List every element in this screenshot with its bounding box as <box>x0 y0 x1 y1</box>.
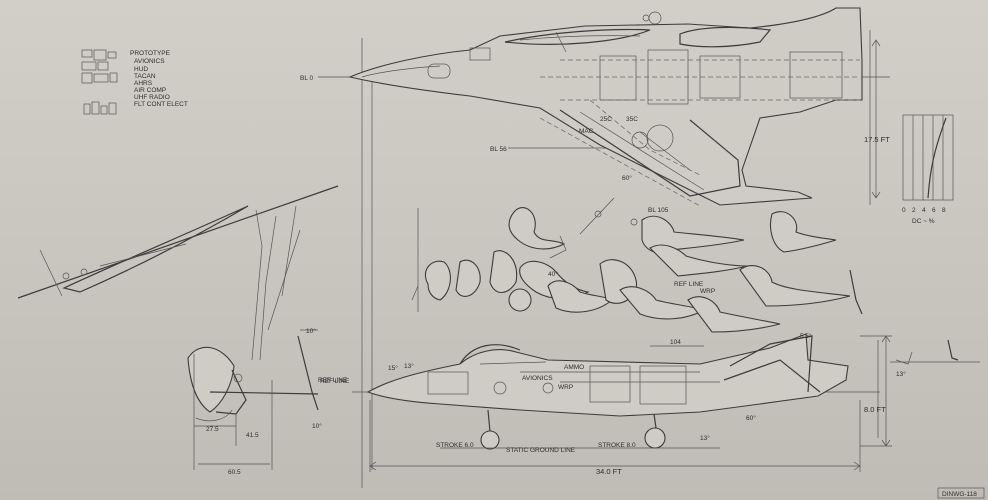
avionics-legend: PROTOTYPE AVIONICS HUD TACAN AHRS AIR CO… <box>81 49 188 115</box>
side-dim-104: 104 <box>670 339 681 346</box>
chart-xtick: 2 <box>912 207 916 214</box>
legend-item: TACAN <box>134 73 156 80</box>
right-detail: 13° <box>890 339 980 378</box>
side-view: REF LINE AMMO AVIONICS WRP STATIC GROUND… <box>318 332 892 476</box>
front-angle-10: 10° <box>306 327 316 335</box>
front-angle-10b: 10° <box>312 422 322 430</box>
side-ammo: AMMO <box>564 364 584 371</box>
small-chart: 0 2 4 6 8 DC ~ % <box>902 114 954 225</box>
section-wrp: WRP <box>700 288 715 295</box>
legend-item: HUD <box>134 66 148 73</box>
front-view: 27.5 41.5 60.5 10° 10° REF LINE <box>187 327 350 476</box>
legend-item: FLT CONT ELECT <box>134 101 188 108</box>
cross-sections: 40° REF LINE WRP <box>411 197 863 333</box>
plan-label-35c: 35C <box>626 116 638 123</box>
side-wrp: WRP <box>558 384 573 391</box>
legend-icon <box>81 49 118 115</box>
legend-item: UHF RADIO <box>134 94 170 101</box>
legend-item: AHRS <box>134 80 153 87</box>
side-stroke-front: STROKE 6.0 <box>436 442 474 449</box>
plan-label-bl56: BL 56 <box>490 146 507 153</box>
side-stroke-rear: STROKE 8.0 <box>598 442 636 449</box>
chart-xtick: 4 <box>922 207 926 214</box>
side-ref-line: REF LINE <box>318 377 348 384</box>
chart-xtick: 8 <box>942 207 946 214</box>
section-ref-line: REF LINE <box>674 281 704 288</box>
side-angle-5: 5.5° <box>800 332 812 340</box>
plan-label-bl0: BL 0 <box>300 75 314 82</box>
side-angle-13: 13° <box>404 362 414 370</box>
side-length-dimension: 34.0 FT <box>596 467 622 476</box>
side-angle-13b: 13° <box>700 434 710 442</box>
side-angle-60: 60° <box>746 414 756 422</box>
plan-fuselage <box>348 7 863 206</box>
plan-label-angle: 60° <box>622 174 632 182</box>
legend-title: PROTOTYPE <box>130 50 171 57</box>
front-dim-275: 27.5 <box>206 426 219 433</box>
chart-xlabel: DC ~ % <box>912 218 935 225</box>
title-block-code: DINWG-118 <box>942 491 977 498</box>
title-block: DINWG-118 <box>937 487 985 499</box>
front-dim-415: 41.5 <box>246 432 259 439</box>
legend-item: AIR COMP <box>134 87 166 94</box>
side-height-dimension: 8.0 FT <box>864 405 886 414</box>
right-detail-angle: 13° <box>896 370 906 378</box>
left-sketch <box>17 185 339 361</box>
legend-item: AVIONICS <box>134 58 165 65</box>
side-avionics: AVIONICS <box>522 375 553 382</box>
section-angle-40: 40° <box>548 270 558 278</box>
plan-view: BL 0 BL 56 BL 105 MAC 25C 35C 60° 17.5 F… <box>300 7 890 214</box>
plan-label-bl105: BL 105 <box>648 207 669 214</box>
chart-xtick: 0 <box>902 207 906 214</box>
side-angle-15: 15° <box>388 364 398 372</box>
front-ref-line: REF LINE <box>320 378 350 385</box>
chart-xtick: 6 <box>932 207 936 214</box>
plan-label-25c: 25C <box>600 116 612 123</box>
plan-span-dimension: 17.5 FT <box>864 135 890 144</box>
side-static-ground-line: STATIC GROUND LINE <box>506 447 576 454</box>
plan-label-mac: MAC <box>579 128 594 135</box>
side-fuselage <box>366 333 849 417</box>
front-dim-605: 60.5 <box>228 469 241 476</box>
